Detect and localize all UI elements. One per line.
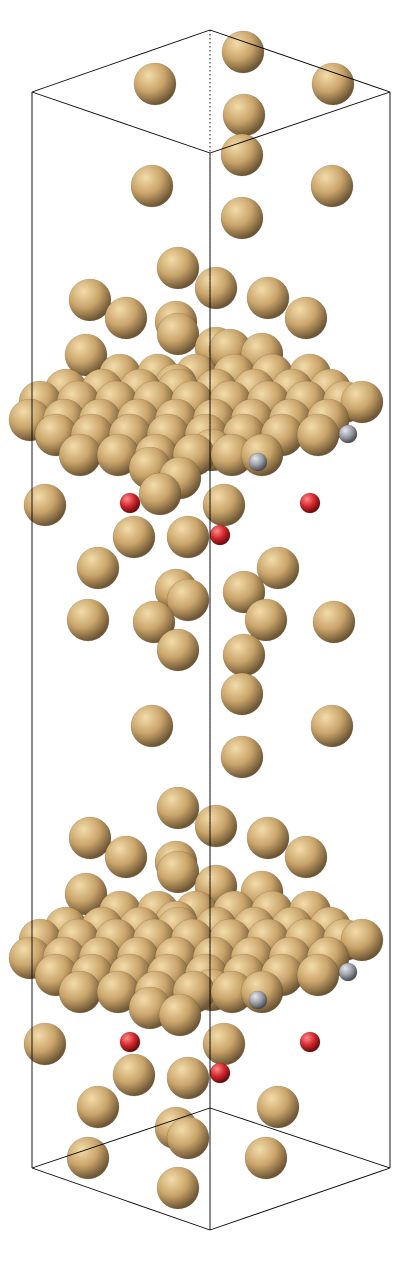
gold-atom [221,30,265,74]
gold-atom [58,433,102,477]
gold-atom [340,380,384,424]
gold-atom [156,1166,200,1210]
atoms-layer [8,30,384,1210]
gold-atom [58,970,102,1014]
metal-gray-atom [248,452,268,472]
gold-atom [284,835,328,879]
cell-edge [31,1107,211,1169]
gold-atom [156,246,200,290]
gold-atom [310,164,354,208]
oxygen-atom [119,492,141,514]
gold-atom [158,993,202,1037]
cell-edge [31,29,211,93]
cell-edge [31,91,211,154]
gold-atom [222,93,266,137]
metal-gray-atom [248,990,268,1010]
gold-atom [312,600,356,644]
oxygen-atom [119,1031,141,1053]
gold-atom [133,62,177,106]
gold-atom [104,296,148,340]
gold-atom [202,1022,246,1066]
gold-atom [340,918,384,962]
gold-atom [166,578,210,622]
gold-atom [202,483,246,527]
gold-atom [194,266,238,310]
gold-atom [112,515,156,559]
gold-atom [256,546,300,590]
gold-atom [23,483,67,527]
gold-atom [244,598,288,642]
gold-atom [166,1056,210,1100]
gold-atom [156,786,200,830]
gold-atom [194,804,238,848]
gold-atom [68,816,112,860]
gold-atom [246,276,290,320]
oxygen-atom [209,524,231,546]
cell-edge [209,1107,391,1169]
gold-atom [76,1085,120,1129]
gold-atom [104,835,148,879]
gold-atom [156,850,200,894]
gold-atom [296,953,340,997]
gold-atom [68,278,112,322]
gold-atom [23,1022,67,1066]
gold-atom [76,546,120,590]
oxygen-atom [299,1031,321,1053]
gold-atom [138,472,182,516]
gold-atom [244,1136,288,1180]
gold-atom [246,816,290,860]
gold-atom [220,735,264,779]
oxygen-atom [299,492,321,514]
gold-atom [310,704,354,748]
metal-gray-atom [338,424,358,444]
simulation-cell-box [31,29,391,1231]
gold-atom [296,413,340,457]
gold-atom [156,628,200,672]
gold-atom [166,515,210,559]
gold-atom [220,196,264,240]
gold-atom [166,1116,210,1160]
oxygen-atom [209,1062,231,1084]
cell-edge [31,1167,211,1231]
gold-atom [220,672,264,716]
gold-atom [66,1136,110,1180]
gold-atom [132,600,176,644]
cell-edge [209,1167,391,1231]
gold-atom [222,633,266,677]
cell-edge [209,29,391,93]
gold-atom [256,1085,300,1129]
gold-atom [64,333,108,377]
gold-atom [311,62,355,106]
gold-atom [156,312,200,356]
metal-gray-atom [338,962,358,982]
gold-atom [130,704,174,748]
gold-atom [284,296,328,340]
cell-edge [209,91,391,154]
gold-atom [112,1053,156,1097]
gold-atom [220,133,264,177]
gold-atom [130,164,174,208]
gold-atom [66,598,110,642]
